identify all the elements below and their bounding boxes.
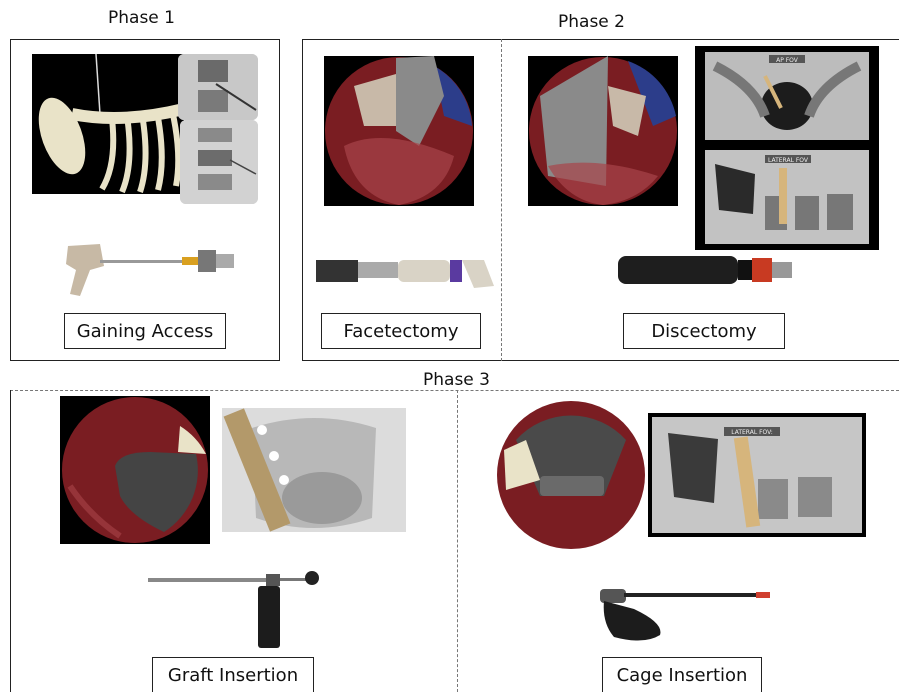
fluoroscopy-image-bottom bbox=[180, 120, 258, 204]
phase-3-top-border bbox=[10, 390, 899, 391]
phase-3-left-border bbox=[10, 390, 11, 692]
phase-3-divider bbox=[457, 390, 458, 692]
graft-instrument-image bbox=[146, 568, 326, 650]
facetectomy-instrument-image bbox=[314, 246, 496, 294]
discectomy-xray-ap: AP FOV bbox=[695, 46, 879, 144]
spine-skeleton-image bbox=[32, 54, 184, 194]
cage-instrument-image bbox=[594, 583, 778, 645]
graft-insertion-label: Graft Insertion bbox=[152, 657, 314, 692]
cage-endoscope-view bbox=[496, 400, 646, 550]
xray-ap-caption: AP FOV bbox=[776, 57, 799, 64]
graft-xray-image bbox=[222, 408, 406, 532]
phase-2-divider bbox=[501, 39, 502, 361]
xray-lateral-caption-phase2: LATERAL FOV bbox=[768, 157, 809, 164]
xray-lateral-caption-phase3: LATERAL FOV: bbox=[731, 429, 773, 436]
discectomy-xray-lateral: LATERAL FOV bbox=[695, 144, 879, 250]
phase-1-title: Phase 1 bbox=[108, 8, 175, 28]
discectomy-endoscope-view bbox=[528, 56, 678, 206]
fluoroscopy-image-top bbox=[178, 54, 258, 120]
phase-3-title: Phase 3 bbox=[423, 370, 490, 390]
phase-2-title: Phase 2 bbox=[558, 12, 625, 32]
cage-insertion-label: Cage Insertion bbox=[602, 657, 762, 692]
facetectomy-label: Facetectomy bbox=[321, 313, 481, 349]
facetectomy-endoscope-view bbox=[324, 56, 474, 206]
gaining-access-label: Gaining Access bbox=[64, 313, 226, 349]
discectomy-label: Discectomy bbox=[623, 313, 785, 349]
access-instrument-image bbox=[60, 236, 240, 300]
graft-endoscope-view bbox=[60, 396, 210, 544]
cage-xray-lateral: LATERAL FOV: bbox=[648, 413, 866, 537]
discectomy-instrument-image bbox=[614, 250, 798, 290]
